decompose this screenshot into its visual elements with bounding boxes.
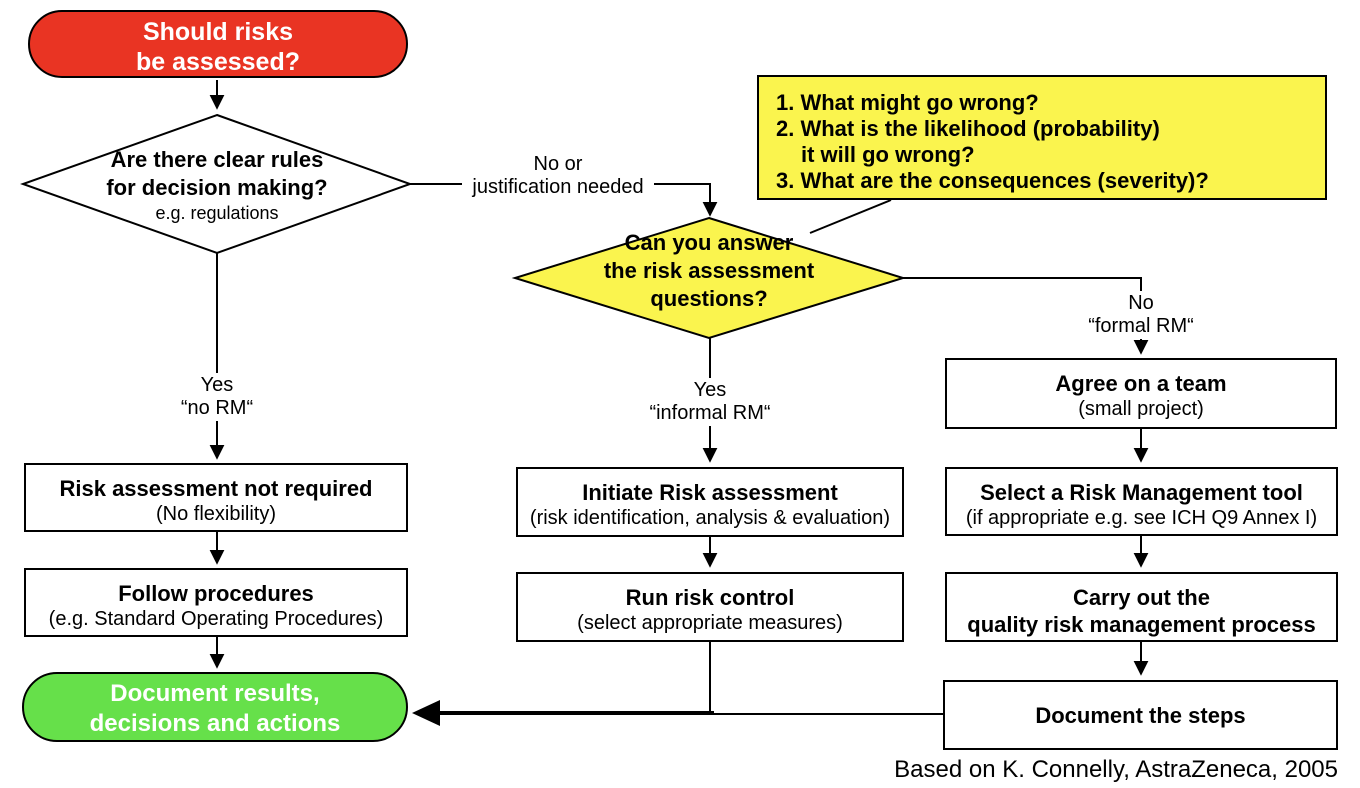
box-risk-not-required: Risk assessment not required (No flexibi… [24,463,408,532]
risk-questions-note-box: 1. What might go wrong? 2. What is the l… [757,75,1327,200]
note-line2: 2. What is the likelihood (probability) [776,116,1160,141]
box-select-tool: Select a Risk Management tool (if approp… [945,467,1338,536]
rules-decision-note: e.g. regulations [155,203,279,223]
label-no-formal-line2: “formal RM“ [1088,315,1194,337]
label-no-formal-rm: No “formal RM“ [1078,291,1204,339]
document-steps-title: Document the steps [1035,702,1246,728]
label-yes-informal-line2: “informal RM“ [649,402,771,424]
rules-decision-text: Are there clear rules for decision makin… [43,146,391,224]
agree-team-subtitle: (small project) [1078,398,1204,420]
agree-team-title: Agree on a team [1055,371,1227,396]
follow-procedures-title: Follow procedures [118,581,314,606]
arrowhead-into-end-node [412,700,440,726]
label-no-or-justification: No or justification needed [462,152,654,200]
label-yes-no-rm: Yes “no RM“ [157,373,277,421]
answer-decision-line1: Can you answer [624,230,794,255]
label-yes-no-rm-line1: Yes [200,374,234,396]
label-yes-informal-rm: Yes “informal RM“ [632,378,788,426]
start-node-line2: be assessed? [136,48,300,76]
start-node-line1: Should risks [142,18,294,46]
note-line4: 3. What are the consequences (severity)? [776,168,1209,193]
run-control-subtitle: (select appropriate measures) [577,612,843,634]
initiate-subtitle: (risk identification, analysis & evaluat… [529,507,891,529]
caption-credit: Based on K. Connelly, AstraZeneca, 2005 [894,756,1338,783]
risk-not-required-subtitle: (No flexibility) [155,503,277,525]
rules-decision-line1: Are there clear rules [110,147,324,172]
box-agree-team: Agree on a team (small project) [945,358,1337,429]
box-run-risk-control: Run risk control (select appropriate mea… [516,572,904,642]
run-control-title: Run risk control [625,585,795,610]
document-results-line1: Document results, [110,680,320,707]
answer-decision-line3: questions? [650,286,768,311]
note-line1: 1. What might go wrong? [776,90,1039,115]
box-follow-procedures: Follow procedures (e.g. Standard Operati… [24,568,408,637]
carry-out-line2: quality risk management process [967,612,1316,637]
label-yes-informal-line1: Yes [693,379,727,401]
label-no-formal-line1: No [1128,292,1154,314]
initiate-title: Initiate Risk assessment [582,480,838,505]
carry-out-line1: Carry out the [1073,585,1210,610]
answer-decision-text: Can you answer the risk assessment quest… [559,229,859,313]
answer-decision-line2: the risk assessment [603,258,815,283]
start-node: Should risks be assessed? [28,10,408,78]
box-initiate-risk-assessment: Initiate Risk assessment (risk identific… [516,467,904,537]
select-tool-title: Select a Risk Management tool [980,480,1303,505]
select-tool-subtitle: (if appropriate e.g. see ICH Q9 Annex I) [965,507,1318,529]
label-no-or-line2: justification needed [472,176,644,198]
box-document-steps: Document the steps [943,680,1338,750]
document-results-line2: decisions and actions [89,710,341,737]
connector-note-to-answer [809,199,892,234]
follow-procedures-subtitle: (e.g. Standard Operating Procedures) [48,608,384,630]
rules-decision-line2: for decision making? [106,175,328,200]
box-carry-out-process: Carry out the quality risk management pr… [945,572,1338,642]
risk-not-required-title: Risk assessment not required [59,476,373,501]
label-no-or-line1: No or [533,153,583,175]
end-node-document-results: Document results, decisions and actions [22,672,408,742]
label-yes-no-rm-line2: “no RM“ [180,397,254,419]
note-line3: it will go wrong? [801,142,975,167]
